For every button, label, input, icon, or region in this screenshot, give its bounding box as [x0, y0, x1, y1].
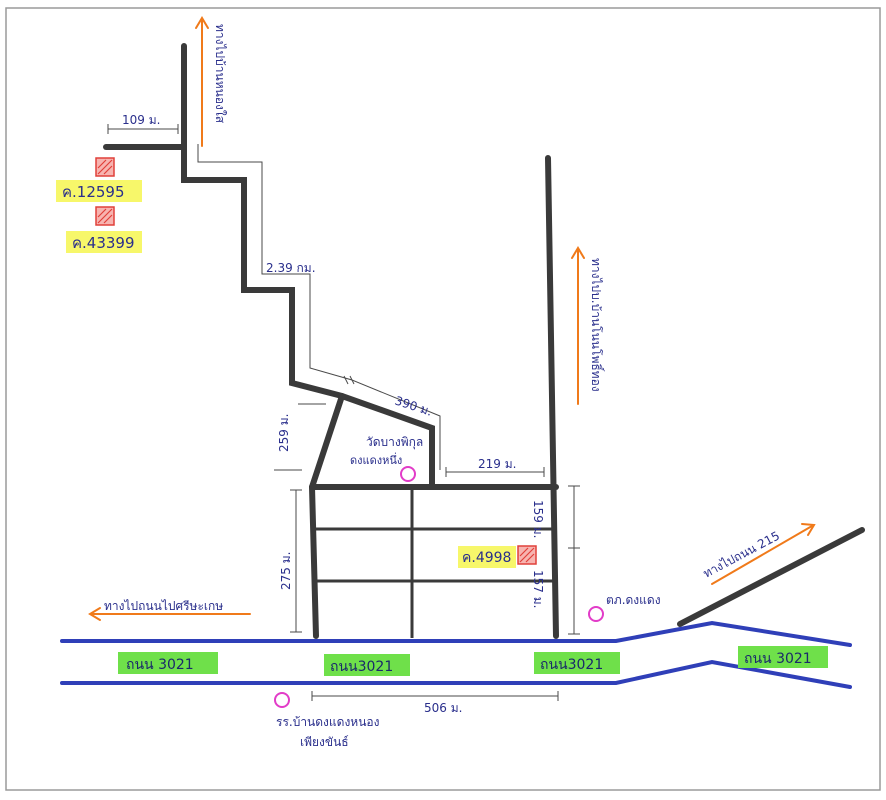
dimension-lines [107, 124, 580, 701]
plot-4998-label: ค.4998 [462, 550, 511, 566]
access-roads [103, 43, 865, 639]
road-tag-right-mid-bg [534, 652, 620, 674]
plot-12595-label: ค.12595 [62, 183, 125, 201]
police-label: ตภ.ดงแดง [606, 593, 661, 607]
distance-219m: 219 ม. [478, 457, 516, 471]
school-label-line1: รร.บ้านดงแดงหนอง [276, 715, 379, 729]
police-icon [588, 606, 604, 622]
plot-43399-label: ค.43399 [72, 234, 135, 252]
main-road-3021 [60, 620, 852, 689]
distance-275m: 275 ม. [279, 552, 293, 590]
plot-12595-highlight [56, 180, 142, 202]
plot-43399-highlight [66, 231, 142, 253]
plot-marker-12595 [95, 157, 115, 177]
road-tag-far-right-bg [738, 646, 828, 668]
distance-109m: 109 ม. [122, 113, 160, 127]
direction-label-right: ทางไปบ.บ้านโนนโพธิ์ทอง [589, 258, 605, 392]
direction-label-left: ทางไปถนนไปศรีษะเกษ [104, 599, 223, 613]
distance-506m: 506 ม. [424, 701, 462, 715]
distance-159m: 159 ม. [531, 500, 545, 538]
temple-icon [400, 466, 416, 482]
temple-label-line1: วัดบางพิกุล [366, 435, 423, 450]
distance-157m: 157 ม. [531, 570, 545, 608]
direction-arrows [88, 16, 816, 621]
school-icon [274, 692, 290, 708]
direction-label-top: ทางไปบ้านหนองใส [213, 24, 227, 124]
road-tag-left: ถนน 3021 [126, 657, 194, 673]
road-tag-center-bg [324, 654, 410, 676]
road-tag-right-mid: ถนน3021 [540, 657, 603, 673]
distance-2-39km: 2.39 กม. [266, 261, 316, 275]
grid-streets [314, 490, 556, 638]
school-label-line2: เพียงขันธ์ [300, 735, 349, 749]
temple-label-line2: ดงแดงหนึ่ง [350, 452, 402, 467]
plot-4998-highlight [458, 546, 516, 568]
road-tag-far-right: ถนน 3021 [744, 651, 812, 667]
road-tag-left-bg [118, 652, 218, 674]
plot-marker-43399 [95, 206, 115, 226]
distance-259m: 259 ม. [277, 414, 291, 452]
plot-marker-4998 [517, 545, 537, 565]
road-tag-center: ถนน3021 [330, 659, 393, 675]
